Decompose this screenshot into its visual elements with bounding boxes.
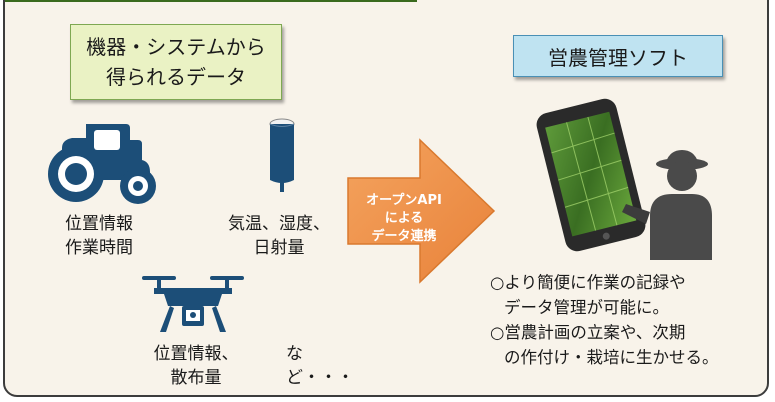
sensor-label: 気温、湿度、 日射量: [220, 212, 338, 260]
source-title-line2: 得られるデータ: [106, 65, 246, 89]
tractor-icon: [48, 124, 156, 204]
arrow-label: オープンAPI による データ連携: [350, 192, 458, 246]
result-list: ○より簡便に作業の記録や データ管理が可能に。 ○営農計画の立案や、次期 の作付…: [490, 270, 770, 370]
result-line2: データ管理が可能に。: [504, 298, 669, 317]
drone-label-line1: 位置情報、: [153, 344, 239, 364]
etc-label: など・・・: [286, 344, 354, 388]
data-link-arrow: [347, 138, 496, 284]
source-title-line1: 機器・システムから: [86, 35, 266, 59]
sensor-label-line1: 気温、湿度、: [228, 214, 330, 234]
sensor-label-line2: 日射量: [253, 238, 305, 258]
result-line3: ○営農計画の立案や、次期: [490, 323, 686, 342]
tablet-icon: [536, 98, 646, 252]
tractor-label-line2: 作業時間: [65, 238, 133, 258]
drone-icon: [142, 276, 244, 332]
arrow-label-line3: データ連携: [371, 229, 437, 244]
result-line1: ○より簡便に作業の記録や: [490, 273, 686, 292]
software-title: 営農管理ソフト: [548, 45, 688, 70]
result-line4: の作付け・栽培に生かせる。: [504, 348, 719, 367]
drone-label: 位置情報、 散布量: [140, 342, 252, 390]
tractor-label: 位置情報 作業時間: [44, 212, 154, 260]
sensor-icon: [269, 118, 295, 192]
person-icon: [622, 150, 712, 260]
tractor-label-line1: 位置情報: [65, 214, 133, 234]
header-tab: [5, 0, 417, 2]
arrow-label-line2: による: [384, 211, 424, 226]
source-data-box: 機器・システムから 得られるデータ: [70, 24, 282, 100]
arrow-label-line1: オープンAPI: [366, 193, 442, 208]
software-box: 営農管理ソフト: [513, 35, 723, 77]
drone-label-line2: 散布量: [170, 368, 222, 388]
